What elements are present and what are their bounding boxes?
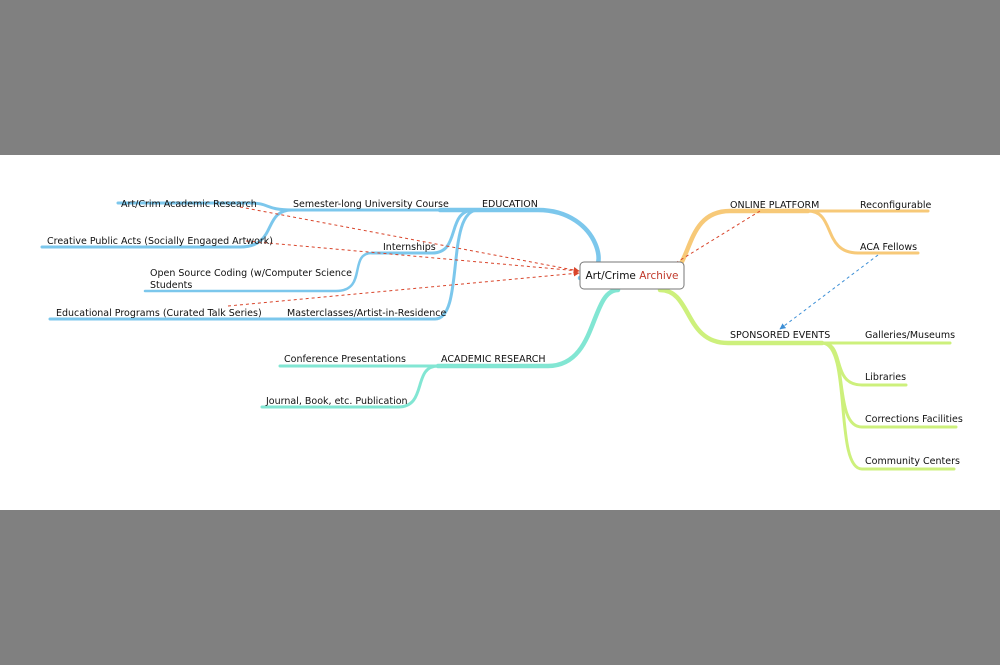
node-corrections[interactable]: Corrections Facilities [865, 414, 963, 425]
sponsored-branch [657, 287, 958, 471]
arrow-online-to-root [655, 210, 761, 276]
mind-map-canvas: Art/Crime Archive EDUCATION Semester-lon… [0, 155, 1000, 510]
root-node-box[interactable] [579, 261, 685, 290]
node-creative-public-acts[interactable]: Creative Public Acts (Socially Engaged A… [47, 236, 273, 247]
edu-creative-link [40, 208, 294, 249]
arrow-research-to-root [239, 206, 580, 273]
node-masterclasses[interactable]: Masterclasses/Artist-in-Residence [287, 308, 446, 319]
topic-sponsored-events[interactable]: SPONSORED EVENTS [730, 330, 830, 341]
root-node-label: Art/Crime Archive [585, 270, 678, 282]
online-labels: ONLINE PLATFORM Reconfigurable ACA Fello… [730, 200, 932, 253]
node-art-crim-research[interactable]: Art/Crim Academic Research [121, 199, 257, 210]
online-aca-link [806, 209, 920, 255]
node-internships[interactable]: Internships [383, 242, 436, 253]
node-galleries[interactable]: Galleries/Museums [865, 330, 955, 341]
edu-masterclass-link [278, 208, 480, 321]
node-journal[interactable]: Journal, Book, etc. Publication [265, 396, 408, 407]
mind-map: Art/Crime Archive EDUCATION Semester-lon… [40, 199, 963, 471]
sponsored-main-link [657, 287, 825, 346]
academic-labels: ACADEMIC RESEARCH Conference Presentatio… [265, 354, 545, 407]
education-branch [40, 201, 601, 321]
topic-academic-research[interactable]: ACADEMIC RESEARCH [441, 354, 545, 365]
node-community[interactable]: Community Centers [865, 456, 960, 467]
sponsored-community-link [820, 341, 956, 471]
node-libraries[interactable]: Libraries [865, 372, 906, 383]
root-node[interactable]: Art/Crime Archive [579, 261, 685, 290]
relationship-arrows [227, 206, 879, 330]
academic-main-link [435, 287, 621, 369]
arrow-creative-to-root [245, 240, 580, 274]
node-open-source-line2[interactable]: Students [150, 280, 192, 291]
node-open-source-line1[interactable]: Open Source Coding (w/Computer Science [150, 268, 352, 279]
edu-internships-link [370, 208, 477, 255]
node-semester-course[interactable]: Semester-long University Course [293, 199, 449, 210]
edu-opensource-link [143, 251, 374, 293]
topic-online-platform[interactable]: ONLINE PLATFORM [730, 200, 819, 211]
sponsored-labels: SPONSORED EVENTS Galleries/Museums Libra… [730, 330, 963, 467]
node-educational-programs[interactable]: Educational Programs (Curated Talk Serie… [56, 308, 262, 319]
academic-journal-link [260, 364, 440, 409]
topic-education[interactable]: EDUCATION [482, 199, 538, 210]
education-labels: EDUCATION Semester-long University Cours… [47, 199, 538, 319]
arrow-fellows-to-sponsored [779, 254, 879, 330]
node-conference[interactable]: Conference Presentations [284, 354, 406, 365]
academic-branch [260, 287, 621, 409]
node-aca-fellows[interactable]: ACA Fellows [860, 242, 917, 253]
arrow-programs-to-root [227, 270, 580, 307]
node-reconfigurable[interactable]: Reconfigurable [860, 200, 932, 211]
